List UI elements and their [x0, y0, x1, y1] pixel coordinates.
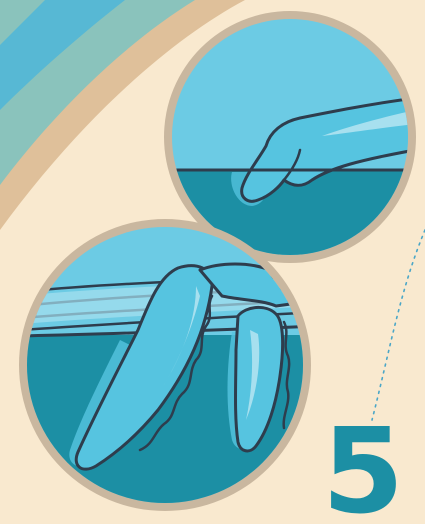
dotted-connector: [372, 230, 425, 420]
bottom-panel: [19, 219, 320, 524]
step-number: 5: [312, 418, 412, 524]
